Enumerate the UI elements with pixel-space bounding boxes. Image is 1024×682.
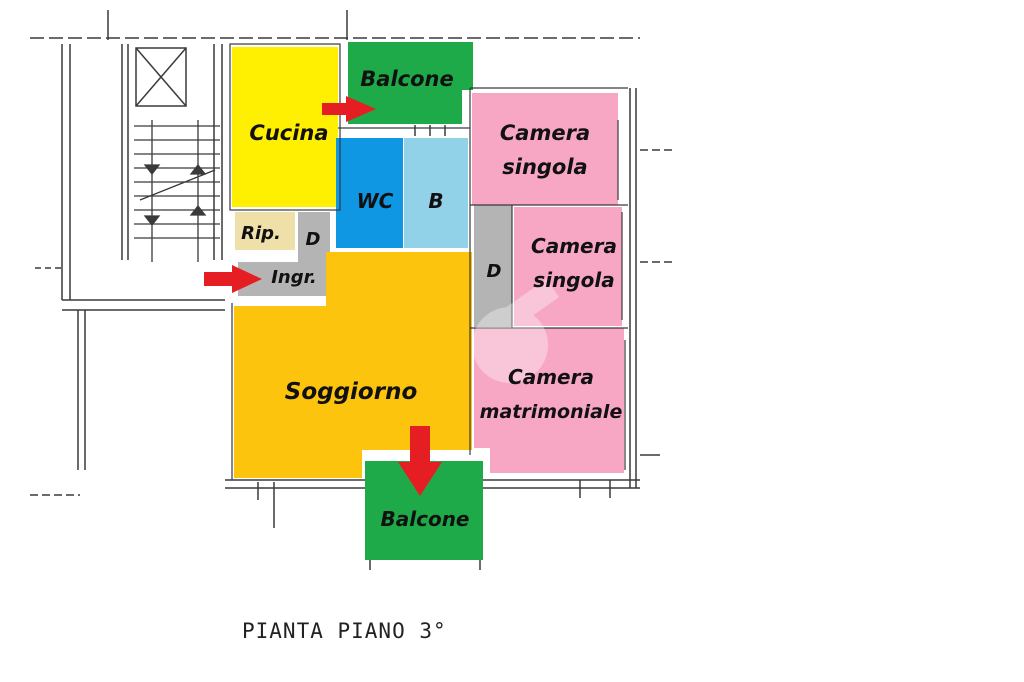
- label-camera-matrimoniale-line2: matrimoniale: [480, 401, 623, 423]
- arrow-down-icon: [398, 426, 442, 496]
- label-soggiorno: Soggiorno: [285, 379, 418, 405]
- label-camera-singola-1-line2: singola: [502, 155, 587, 179]
- room-disimpegno-1: [238, 212, 330, 296]
- label-disimpegno-1: D: [306, 229, 321, 250]
- watermark-logo: [472, 279, 560, 383]
- label-balcone-top: Balcone: [360, 67, 453, 91]
- label-ingresso: Ingr.: [271, 267, 317, 288]
- label-cucina: Cucina: [249, 121, 328, 145]
- room-camera-singola-1: [472, 93, 618, 205]
- room-camera-singola-2: [514, 207, 622, 326]
- room-wc: [336, 138, 403, 248]
- label-camera-matrimoniale-line1: Camera: [508, 365, 594, 389]
- label-camera-singola-1-line1: Camera: [500, 121, 590, 145]
- room-ripostiglio: [235, 212, 295, 250]
- label-camera-singola-2-line2: singola: [533, 268, 614, 292]
- room-cucina: [232, 47, 338, 207]
- arrow-right-icon: [322, 96, 376, 122]
- label-balcone-bottom: Balcone: [381, 507, 470, 531]
- room-soggiorno: [234, 252, 472, 478]
- rooms: [232, 42, 624, 560]
- room-balcone-top: [348, 42, 473, 124]
- room-bagno: [404, 138, 468, 248]
- plan-caption: PIANTA PIANO 3°: [242, 619, 447, 643]
- entry-arrows: [204, 96, 442, 496]
- room-outlines: [229, 43, 628, 480]
- room-labels: Balcone Cucina Camera singola WC B Rip. …: [241, 67, 622, 531]
- label-ripostiglio: Rip.: [241, 223, 281, 244]
- room-camera-matrimoniale: [474, 328, 624, 473]
- elevator-shaft: [135, 47, 187, 107]
- arrow-right-icon: [204, 265, 262, 293]
- label-camera-singola-2-line1: Camera: [531, 234, 617, 258]
- staircase: [134, 120, 220, 262]
- label-wc: WC: [357, 189, 394, 213]
- label-disimpegno-2: D: [487, 261, 502, 282]
- building-outline: [30, 10, 672, 570]
- room-disimpegno-2: [474, 205, 512, 327]
- label-bagno: B: [428, 189, 443, 213]
